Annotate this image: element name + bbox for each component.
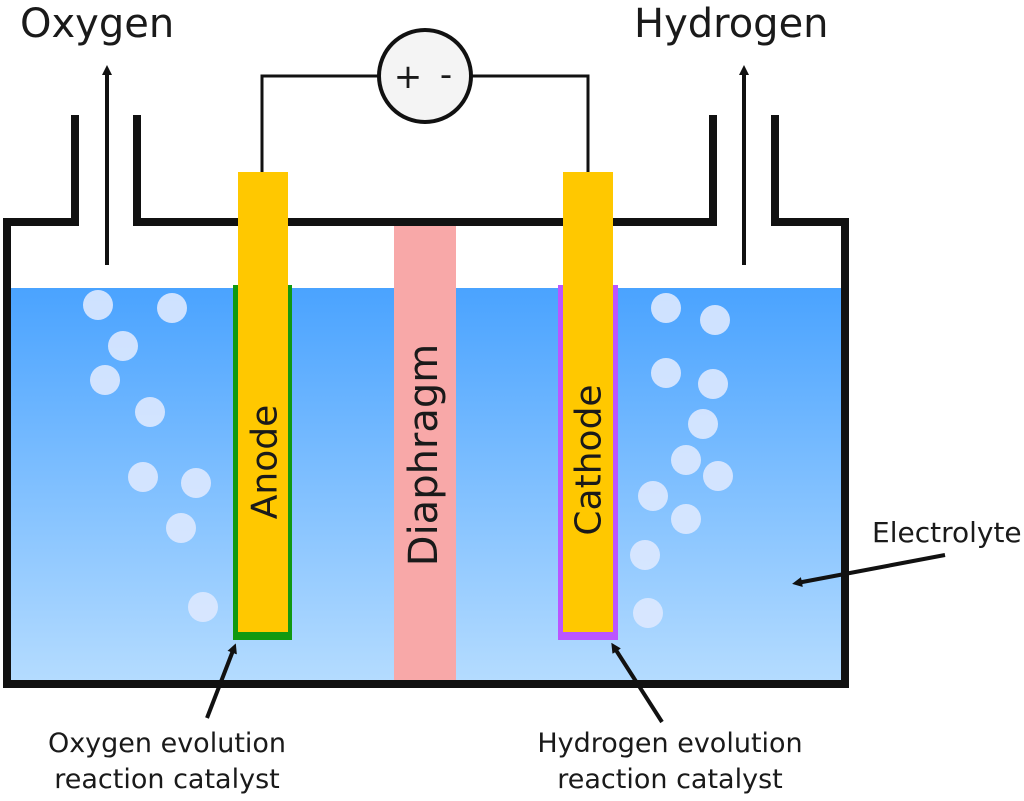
hydrogen-bubbles <box>630 293 733 628</box>
power-minus-sign: - <box>440 55 452 95</box>
hydrogen-label: Hydrogen <box>634 1 829 47</box>
oer-catalyst-label-line2: reaction catalyst <box>54 764 279 795</box>
oxygen-label: Oxygen <box>20 1 174 47</box>
her-catalyst-label-line2: reaction catalyst <box>557 764 782 795</box>
power-plus-sign: + <box>394 57 423 97</box>
electrolyte-label: Electrolyte <box>872 516 1022 549</box>
cell-container <box>3 115 849 688</box>
her-catalyst-label-line1: Hydrogen evolution <box>537 728 802 759</box>
cathode-wire <box>471 74 590 172</box>
electrolyte-pointer-arrow <box>792 553 946 587</box>
oxygen-bubbles <box>83 290 218 622</box>
cathode-electrode <box>563 172 613 632</box>
cathode-label: Cathode <box>569 384 610 535</box>
diaphragm-label: Diaphragm <box>401 344 447 566</box>
anode-electrode <box>238 172 288 632</box>
oer-catalyst-pointer-arrow <box>205 643 237 719</box>
diaphragm <box>394 226 456 684</box>
anode-label: Anode <box>245 405 286 519</box>
her-catalyst-layer <box>558 285 618 640</box>
oer-catalyst-label-line1: Oxygen evolution <box>48 728 286 759</box>
power-source <box>377 28 473 124</box>
her-catalyst-pointer-arrow <box>611 642 664 724</box>
anode-wire <box>260 74 379 172</box>
